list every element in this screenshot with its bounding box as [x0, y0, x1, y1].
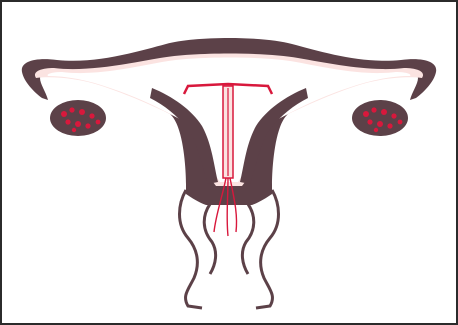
cervix-inner — [204, 204, 254, 274]
cervix-outline — [180, 190, 279, 308]
uterus-iud-diagram — [2, 2, 456, 323]
ovary-right — [352, 100, 408, 136]
ovary-left — [50, 100, 106, 136]
